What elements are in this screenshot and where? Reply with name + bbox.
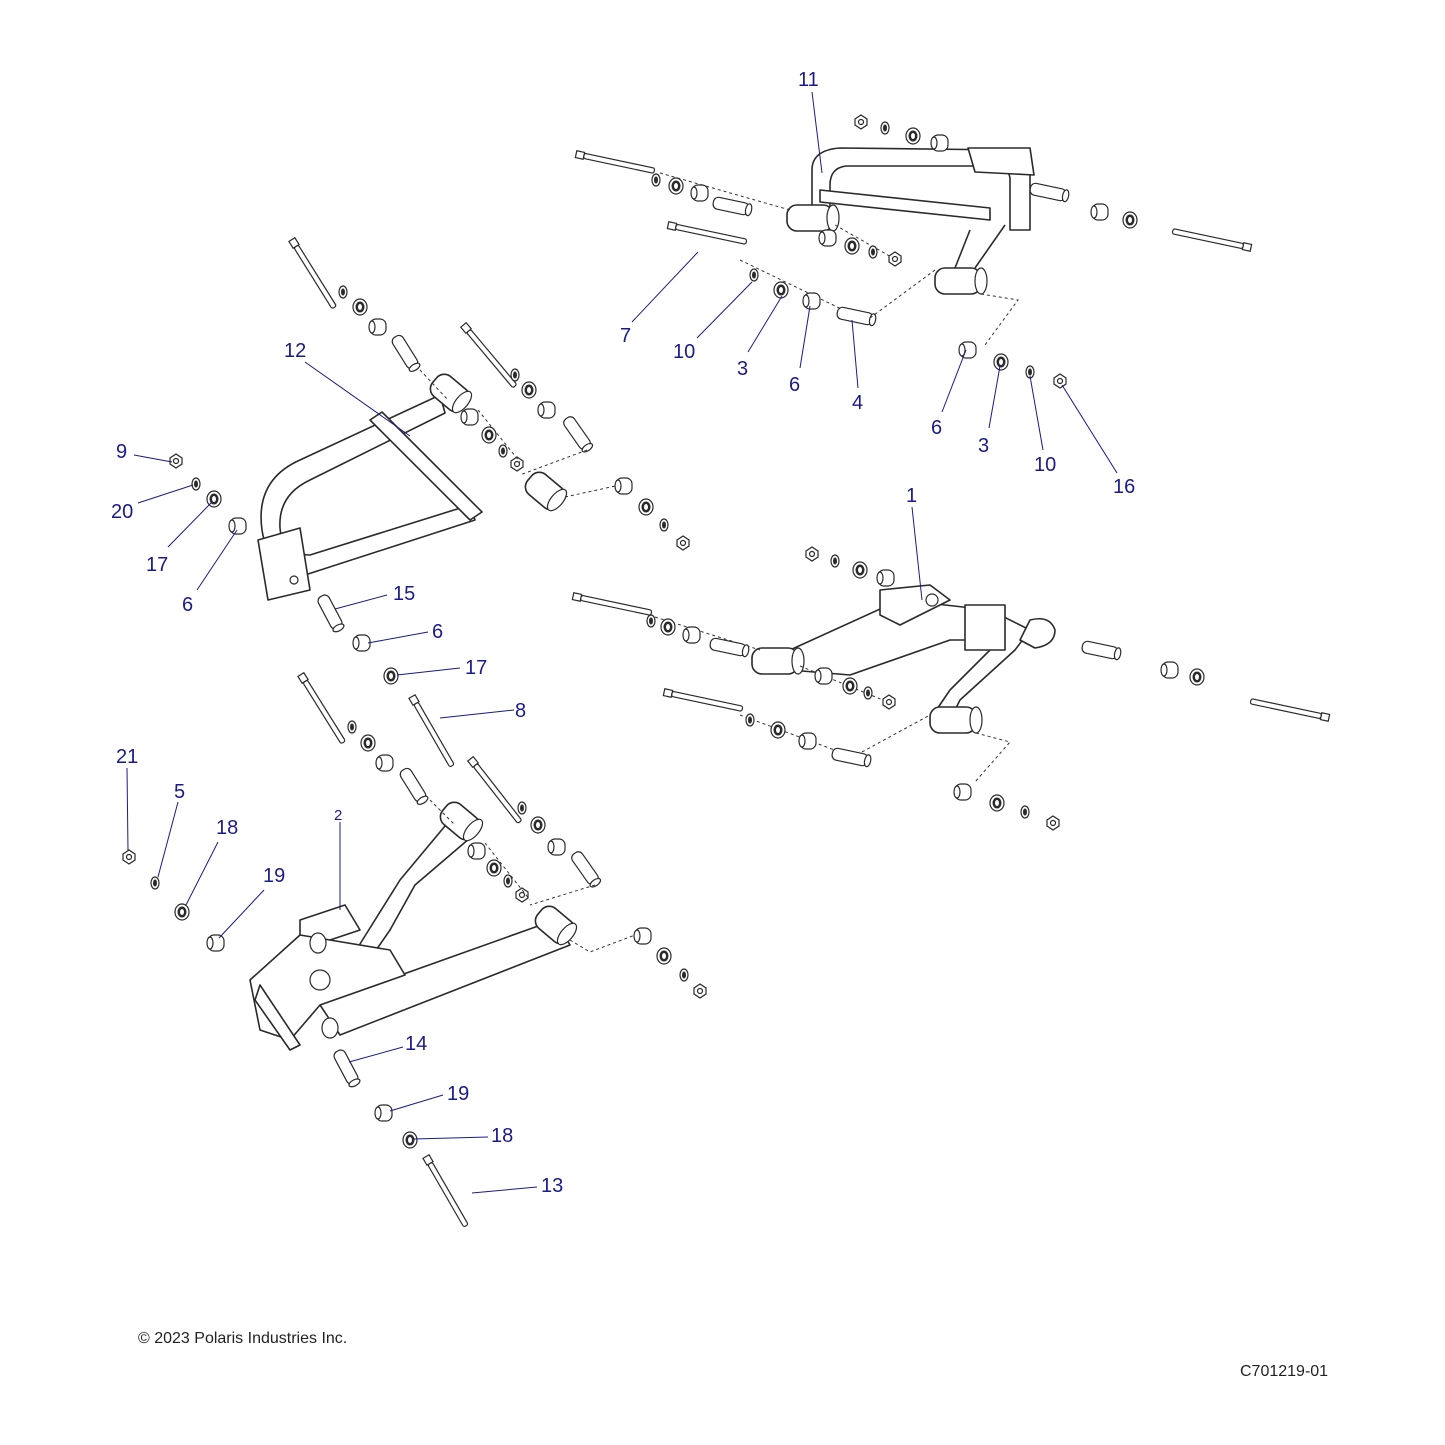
callout-13: 13 (541, 1175, 563, 1197)
callout-1: 1 (906, 485, 917, 507)
callout-3: 3 (978, 435, 989, 457)
leader-lines (126, 91, 1118, 1194)
callout-17: 17 (146, 554, 168, 576)
callout-6: 6 (432, 621, 443, 643)
upper-control-arm-right (786, 147, 1035, 295)
upper-right-arm-hardware (574, 114, 1253, 389)
callout-16: 16 (1113, 476, 1135, 498)
callout-8: 8 (515, 700, 526, 722)
callout-12: 12 (284, 340, 306, 362)
upper-control-arm-left (257, 373, 568, 601)
copyright-notice: © 2023 Polaris Industries Inc. (138, 1330, 348, 1347)
callout-9: 9 (116, 441, 127, 463)
callout-20: 20 (111, 501, 133, 523)
callout-17: 17 (465, 657, 487, 679)
lower-right-arm-hardware (571, 546, 1331, 831)
callout-2: 2 (334, 807, 342, 824)
callout-6: 6 (182, 594, 193, 616)
callout-19: 19 (263, 865, 285, 887)
callout-6: 6 (931, 417, 942, 439)
callout-14: 14 (405, 1033, 427, 1055)
callout-3: 3 (737, 358, 748, 380)
callout-10: 10 (673, 341, 695, 363)
lower-control-arm-right (751, 584, 1056, 734)
callout-11: 11 (798, 69, 819, 91)
lower-left-arm-hardware (122, 672, 707, 1229)
callout-4: 4 (852, 392, 863, 414)
callout-21: 21 (116, 746, 138, 768)
callout-18: 18 (491, 1125, 513, 1147)
drawing-number: C701219-01 (1240, 1363, 1329, 1380)
upper-left-arm-hardware (169, 237, 690, 769)
callout-15: 15 (393, 583, 415, 605)
callouts: 11 7 10 3 6 4 6 3 10 16 1 12 9 20 17 6 1… (111, 69, 1135, 1197)
callout-18: 18 (216, 817, 238, 839)
callout-19: 19 (447, 1083, 469, 1105)
callout-5: 5 (174, 781, 185, 803)
callout-6: 6 (789, 374, 800, 396)
callout-10: 10 (1034, 454, 1056, 476)
callout-7: 7 (620, 325, 631, 347)
lower-control-arm-left (249, 801, 578, 1051)
